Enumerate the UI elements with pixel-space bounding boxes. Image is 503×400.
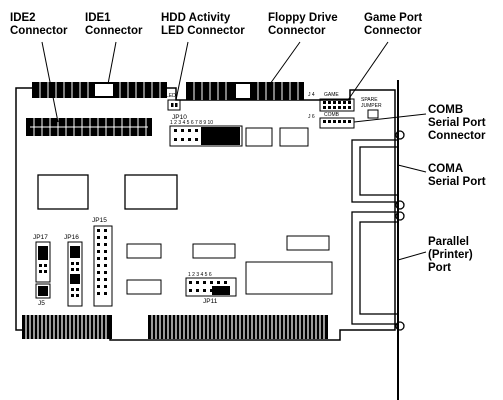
- chip: [126, 243, 162, 259]
- parallel-callout: Parallel (Printer) Port: [428, 236, 473, 274]
- chip: [286, 235, 330, 251]
- jp10-label: JP10: [172, 114, 187, 121]
- chip: [245, 261, 333, 295]
- chip: [124, 174, 178, 210]
- chip: [279, 127, 309, 147]
- ide1-callout: IDE1 Connector: [85, 12, 143, 37]
- led-label: LED: [166, 93, 176, 99]
- parallel-leader: [397, 251, 427, 261]
- jp11-header: [185, 277, 237, 297]
- jp10-header: [169, 125, 243, 147]
- jp17-header: [35, 241, 51, 283]
- game-board-label: GAME: [324, 92, 339, 98]
- comb-header: [319, 117, 355, 129]
- hdd-callout: HDD Activity LED Connector: [161, 12, 245, 37]
- coma-callout: COMA Serial Port: [428, 163, 486, 188]
- game-leader: [347, 41, 389, 101]
- ide1-leader: [107, 41, 117, 85]
- j5-label: J5: [38, 300, 45, 307]
- j5-header: [35, 283, 51, 299]
- jp11-label: JP11: [203, 298, 218, 305]
- hdd-leader: [175, 41, 189, 101]
- comb-callout: COMB Serial Port Connector: [428, 104, 486, 142]
- chip: [192, 243, 236, 259]
- spare-jumper-label: SPARE JUMPER: [361, 97, 382, 109]
- jp15-label: JP15: [92, 217, 107, 224]
- ide2-leader: [41, 41, 59, 123]
- jp16-header: [67, 241, 83, 307]
- ide2-callout: IDE2 Connector: [10, 12, 68, 37]
- jp17-label: JP17: [33, 234, 48, 241]
- jp15-header: [93, 225, 113, 307]
- jp10-pins: 1 2 3 4 5 6 7 8 9 10: [170, 120, 214, 126]
- edge-connector: [22, 315, 328, 339]
- coma-leader: [397, 164, 427, 173]
- leader-lines: [41, 41, 427, 261]
- j4-label: J 4: [308, 92, 315, 98]
- hdd-led-connector: [167, 99, 181, 111]
- chip: [37, 174, 89, 210]
- parallel-port: [351, 211, 405, 331]
- floppy-callout: Floppy Drive Connector: [268, 12, 338, 37]
- chip: [126, 279, 162, 295]
- comb-leader: [353, 113, 427, 123]
- game-callout: Game Port Connector: [364, 12, 423, 37]
- game-port-connector: [319, 98, 355, 112]
- floppy-leader: [269, 41, 301, 85]
- floppy-connector: [186, 82, 304, 100]
- ide1-connector: [32, 82, 167, 98]
- coma-serial-port: [351, 130, 405, 210]
- jp11-pins: 1 2 3 4 5 6: [188, 272, 212, 278]
- comb-board-label: COMB: [324, 112, 339, 118]
- jp16-label: JP16: [64, 234, 79, 241]
- ide2-connector: [26, 118, 152, 136]
- j6-label: J 6: [308, 114, 315, 120]
- spare-jumper: [367, 109, 379, 119]
- chip: [245, 127, 273, 147]
